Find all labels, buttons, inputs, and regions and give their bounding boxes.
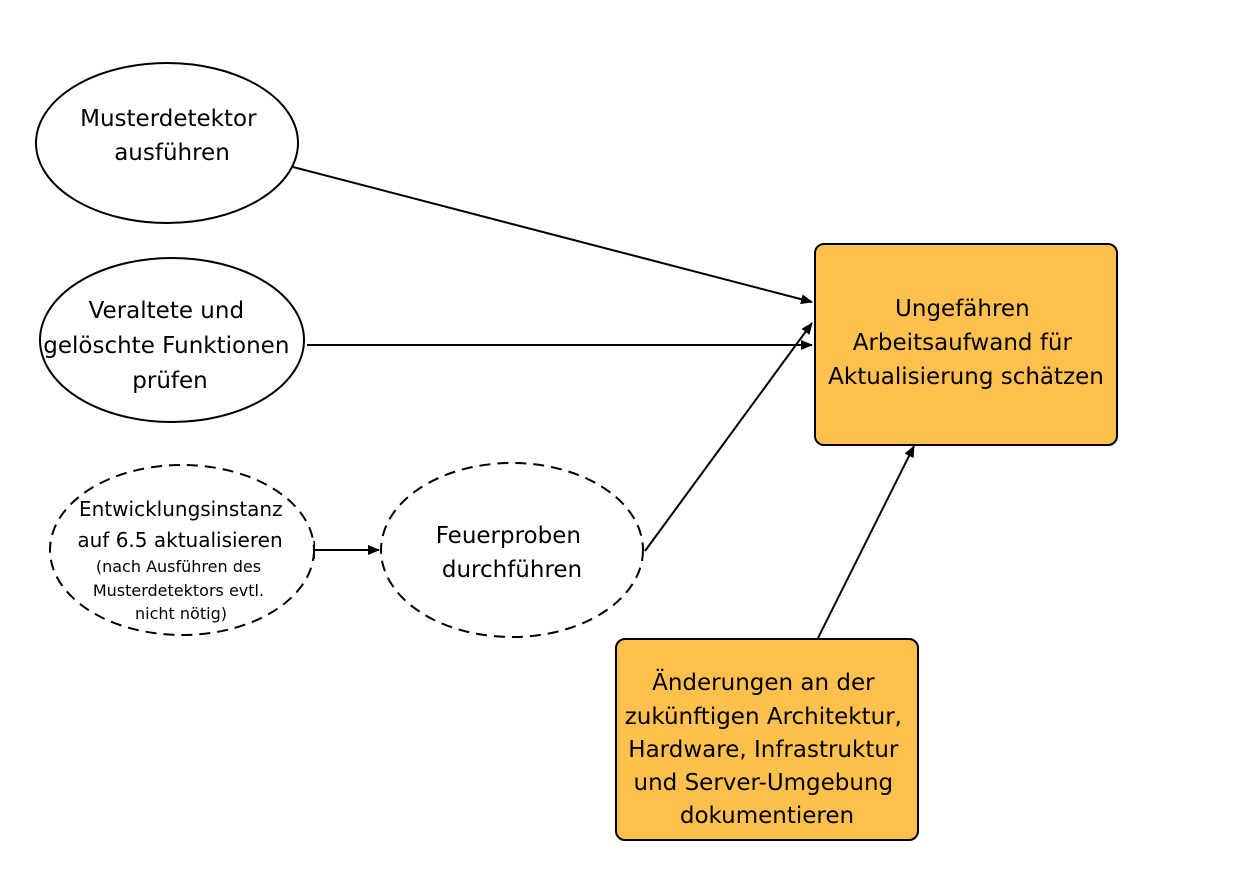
node-veraltete-shape: [39, 257, 305, 423]
node-aenderungen-shape: [615, 638, 919, 841]
node-aufwand-label: Ungefähren Arbeitsaufwand für Aktualisie…: [828, 296, 1104, 390]
node-veraltete-label: Veraltete und gelöschte Funktionen prüfe…: [43, 298, 296, 394]
node-entwicklung-label: Entwicklungsinstanz auf 6.5 aktualisiere…: [77, 497, 289, 552]
node-feuerproben-shape: [380, 462, 644, 638]
edge-aenderungen-to-aufwand: [817, 445, 915, 639]
node-feuerproben: Feuerproben durchführen: [380, 462, 644, 638]
node-aufwand-shape: [814, 243, 1118, 446]
node-musterdetektor-shape: [35, 62, 299, 224]
node-aenderungen-label: Änderungen an der zukünftigen Architektu…: [625, 668, 910, 829]
edge-entwicklung-to-feuerproben: [313, 541, 380, 559]
node-veraltete: Veraltete und gelöschte Funktionen prüfe…: [39, 257, 305, 423]
node-entwicklung-shape: [49, 464, 315, 636]
edge-musterdetektor-to-aufwand: [292, 166, 813, 305]
edge-feuerproben-to-aufwand: [644, 322, 813, 552]
node-feuerproben-label: Feuerproben durchführen: [436, 523, 589, 583]
node-entwicklung-note: (nach Ausführen des Musterdetektors evtl…: [93, 557, 269, 623]
node-musterdetektor-label: Musterdetektor ausführen: [80, 106, 264, 166]
edges: [292, 166, 915, 639]
node-musterdetektor: Musterdetektor ausführen: [35, 62, 299, 224]
node-entwicklung: Entwicklungsinstanz auf 6.5 aktualisiere…: [49, 464, 315, 636]
node-aenderungen: Änderungen an der zukünftigen Architektu…: [615, 638, 919, 841]
node-aufwand: Ungefähren Arbeitsaufwand für Aktualisie…: [814, 243, 1118, 446]
